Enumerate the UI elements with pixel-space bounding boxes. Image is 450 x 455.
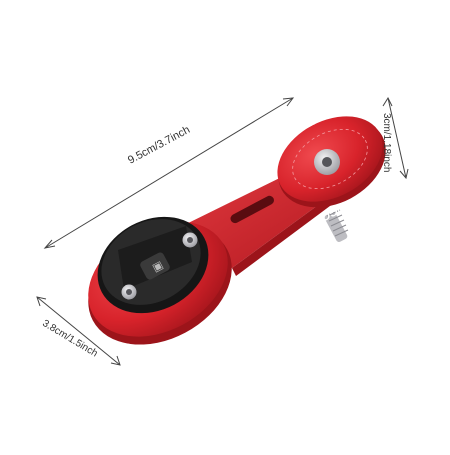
dimension-line-length — [43, 97, 295, 249]
dimension-line-width — [36, 296, 121, 366]
bolt-shaft — [324, 209, 349, 243]
mount-badge-icon: ▣ — [150, 259, 165, 274]
clamp-bolt-icon — [314, 149, 340, 175]
dimension-height-label: 3cm/1.18inch — [381, 113, 392, 173]
dimension-line-height — [382, 96, 409, 180]
arm-slot — [230, 195, 274, 224]
mount-screw-icons — [121, 232, 198, 300]
